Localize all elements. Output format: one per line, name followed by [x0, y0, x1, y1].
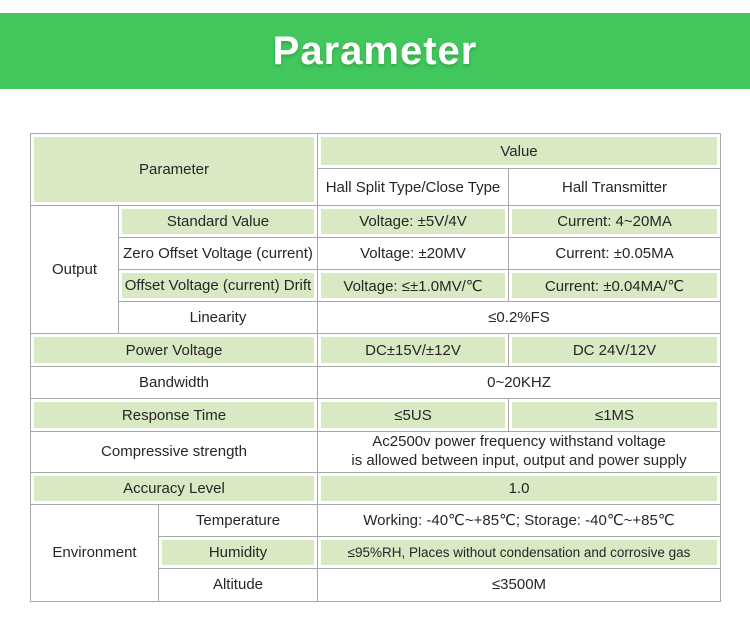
cell-accuracy-level-value: 1.0: [316, 471, 722, 505]
cell-compressive-strength-value: Ac2500v power frequency withstand voltag…: [316, 431, 722, 473]
table-row: Output Standard Value Voltage: ±5V/4V Cu…: [30, 205, 722, 334]
table-row: Altitude ≤3500M: [31, 567, 722, 602]
row-label-zero-offset: Zero Offset Voltage (current): [118, 237, 318, 270]
row-label-temperature: Temperature: [158, 503, 318, 537]
table-row: Power Voltage DC±15V/±12V DC 24V/12V: [30, 333, 722, 367]
cell-power-voltage-transmitter: DC 24V/12V: [507, 333, 722, 367]
table-row: Linearity ≤0.2%FS: [31, 301, 722, 334]
table-row: Parameter Value: [30, 133, 722, 206]
cell-bandwidth-value: 0~20KHZ: [316, 366, 722, 399]
cell-linearity-value: ≤0.2%FS: [316, 301, 722, 334]
header-value: Value: [316, 133, 722, 169]
cell-response-time-transmitter: ≤1MS: [507, 398, 722, 432]
cell-offset-drift-transmitter: Current: ±0.04MA/℃: [507, 269, 722, 302]
page-title-banner: Parameter: [0, 13, 750, 89]
table-row: Response Time ≤5US ≤1MS: [30, 398, 722, 432]
compressive-strength-line2: is allowed between input, output and pow…: [351, 451, 687, 469]
cell-standard-value-split: Voltage: ±5V/4V: [317, 205, 509, 238]
cell-altitude-value: ≤3500M: [316, 567, 722, 602]
cell-standard-value-transmitter: Current: 4~20MA: [507, 205, 722, 238]
parameter-table: Parameter Value Hall Split Type/Close Ty…: [30, 133, 722, 602]
cell-offset-drift-split: Voltage: ≤±1.0MV/℃: [317, 269, 509, 302]
table-row: Bandwidth 0~20KHZ: [30, 366, 722, 399]
header-parameter: Parameter: [30, 133, 318, 206]
page-title: Parameter: [272, 28, 478, 73]
table-row: Hall Split Type/Close Type Hall Transmit…: [31, 168, 722, 206]
row-label-altitude: Altitude: [158, 567, 318, 602]
header-col-hall-split: Hall Split Type/Close Type: [317, 168, 509, 206]
row-label-standard-value: Standard Value: [118, 205, 318, 238]
row-label-compressive-strength: Compressive strength: [30, 431, 318, 473]
row-label-bandwidth: Bandwidth: [30, 366, 318, 399]
row-label-humidity: Humidity: [158, 535, 318, 569]
cell-humidity-value: ≤95%RH, Places without condensation and …: [316, 535, 722, 569]
cell-zero-offset-transmitter: Current: ±0.05MA: [507, 237, 722, 270]
header-col-hall-transmitter: Hall Transmitter: [507, 168, 722, 206]
table-row: Accuracy Level 1.0: [30, 471, 722, 505]
table-row: Compressive strength Ac2500v power frequ…: [30, 431, 722, 473]
compressive-strength-line1: Ac2500v power frequency withstand voltag…: [372, 433, 666, 450]
row-label-linearity: Linearity: [118, 301, 318, 334]
group-label-output: Output: [30, 205, 119, 334]
cell-power-voltage-split: DC±15V/±12V: [317, 333, 509, 367]
cell-temperature-value: Working: -40℃~+85℃; Storage: -40℃~+85℃: [316, 503, 722, 537]
cell-zero-offset-split: Voltage: ±20MV: [317, 237, 509, 270]
row-label-accuracy-level: Accuracy Level: [30, 471, 318, 505]
table-row: Humidity ≤95%RH, Places without condensa…: [31, 535, 722, 569]
table-row: Offset Voltage (current) Drift Voltage: …: [31, 269, 722, 302]
row-label-power-voltage: Power Voltage: [30, 333, 318, 367]
table-row: Zero Offset Voltage (current) Voltage: ±…: [31, 237, 722, 270]
row-label-offset-drift: Offset Voltage (current) Drift: [118, 269, 318, 302]
cell-response-time-split: ≤5US: [317, 398, 509, 432]
row-label-response-time: Response Time: [30, 398, 318, 432]
table-row: Environment Temperature Working: -40℃~+8…: [30, 503, 722, 602]
group-label-environment: Environment: [30, 503, 159, 602]
